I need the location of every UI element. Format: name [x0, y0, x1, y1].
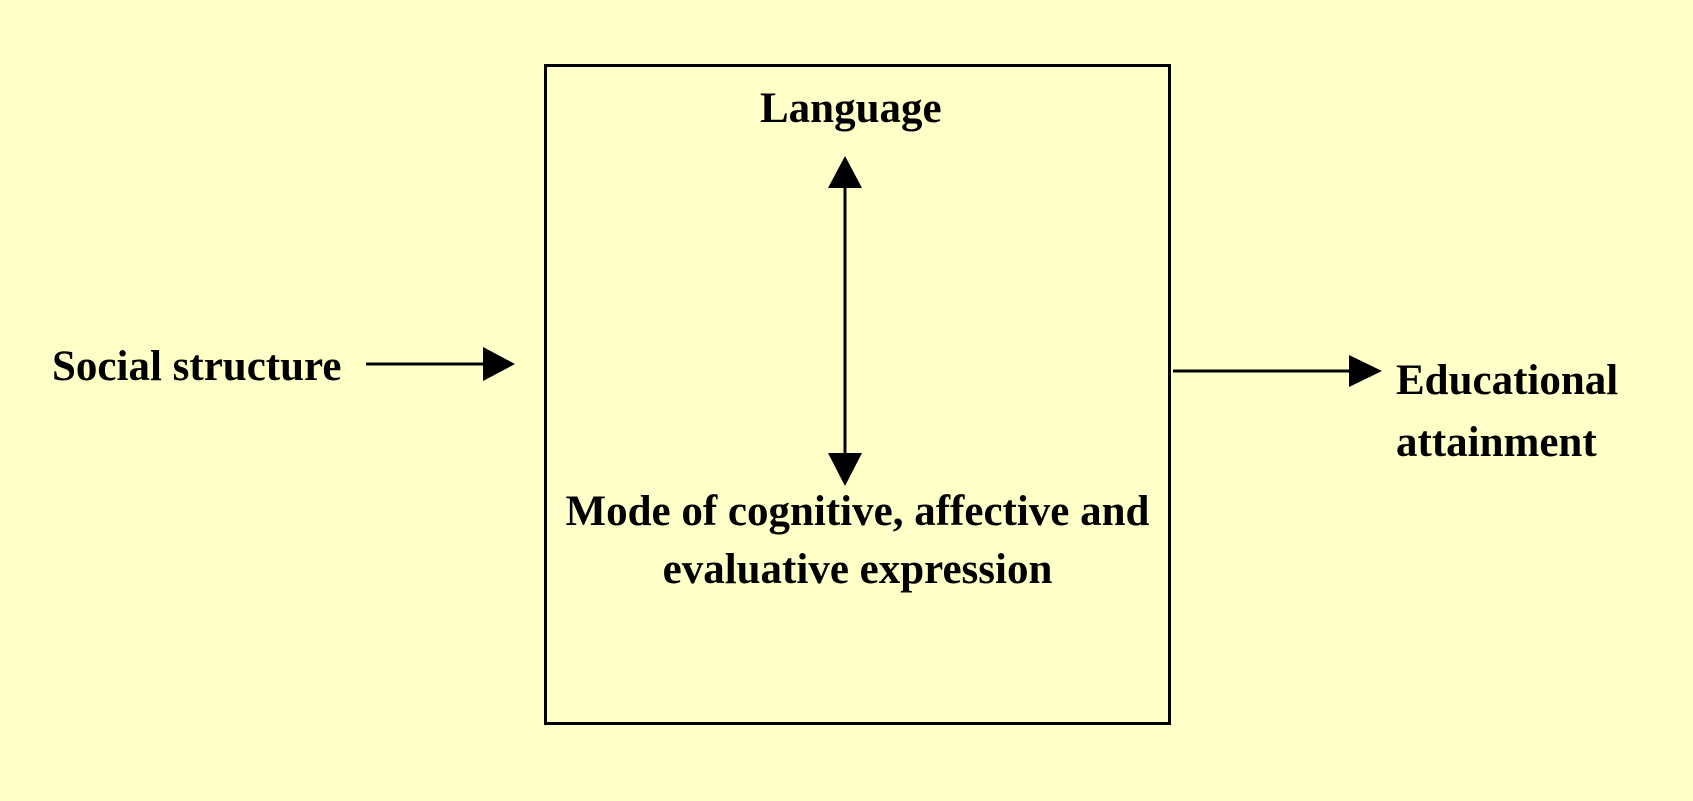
- right-output-arrow: [1173, 355, 1382, 387]
- process-box: [544, 64, 1171, 725]
- educational-attainment-label: Educational attainment: [1396, 350, 1618, 475]
- language-label: Language: [760, 85, 942, 132]
- mode-label: Mode of cognitive, affective and evaluat…: [565, 488, 1150, 593]
- social-structure-label: Social structure: [52, 343, 342, 390]
- double-headed-vertical-arrow: [828, 156, 862, 486]
- attainment-label-line: attainment: [1396, 419, 1597, 467]
- left-input-arrow: [366, 347, 515, 381]
- educational-label-line: Educational: [1396, 357, 1619, 404]
